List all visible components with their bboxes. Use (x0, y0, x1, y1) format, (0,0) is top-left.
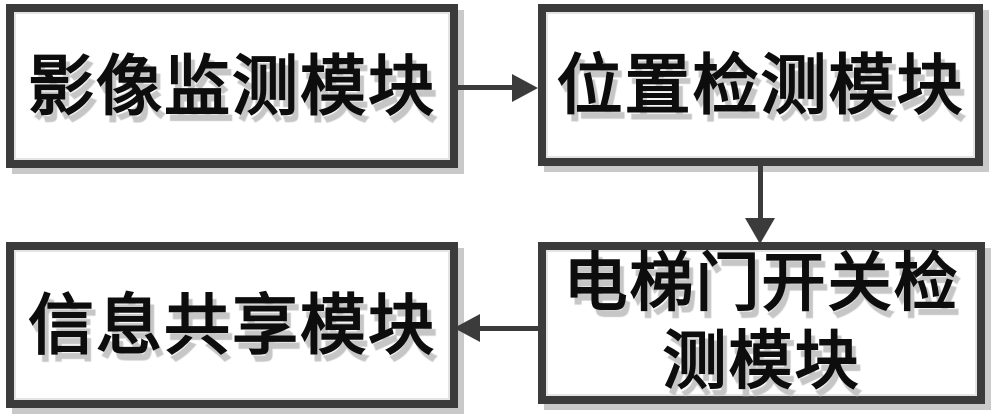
node-label-line-1: 电梯门开关检 (563, 246, 960, 321)
arrow-line-door-switch-detection-to-information-sharing (478, 326, 540, 331)
arrow-line-image-monitoring-to-position-detection (455, 85, 515, 90)
node-label-line-2: 测模块 (662, 324, 861, 399)
node-elevator-door-switch-detection-module: 电梯门开关检 测模块 (538, 242, 985, 404)
node-position-detection-module: 位置检测模块 (538, 4, 983, 166)
arrow-line-position-detection-to-door-switch-detection (758, 164, 763, 222)
node-label: 影像监测模块 (28, 46, 436, 125)
node-image-monitoring-module: 影像监测模块 (6, 4, 458, 168)
node-label: 信息共享模块 (28, 285, 436, 364)
arrowhead-right-icon (512, 74, 538, 102)
arrowhead-left-icon (454, 314, 480, 342)
arrowhead-down-icon (745, 218, 775, 244)
node-label: 位置检测模块 (556, 45, 965, 124)
node-information-sharing-module: 信息共享模块 (6, 242, 458, 408)
